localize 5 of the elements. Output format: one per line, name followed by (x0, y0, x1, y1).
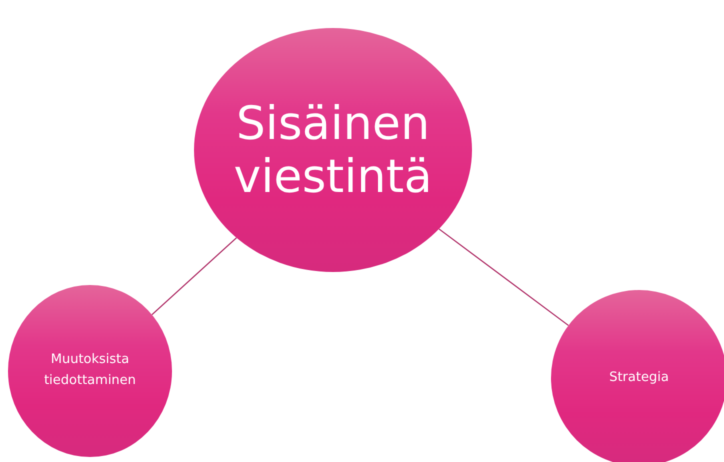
node-label: Sisäinen viestintä (232, 97, 434, 203)
connector-line (438, 228, 569, 326)
connector-line (152, 237, 237, 316)
node-label: Strategia (609, 368, 669, 387)
node-label: Muutoksista tiedottaminen (43, 351, 137, 390)
